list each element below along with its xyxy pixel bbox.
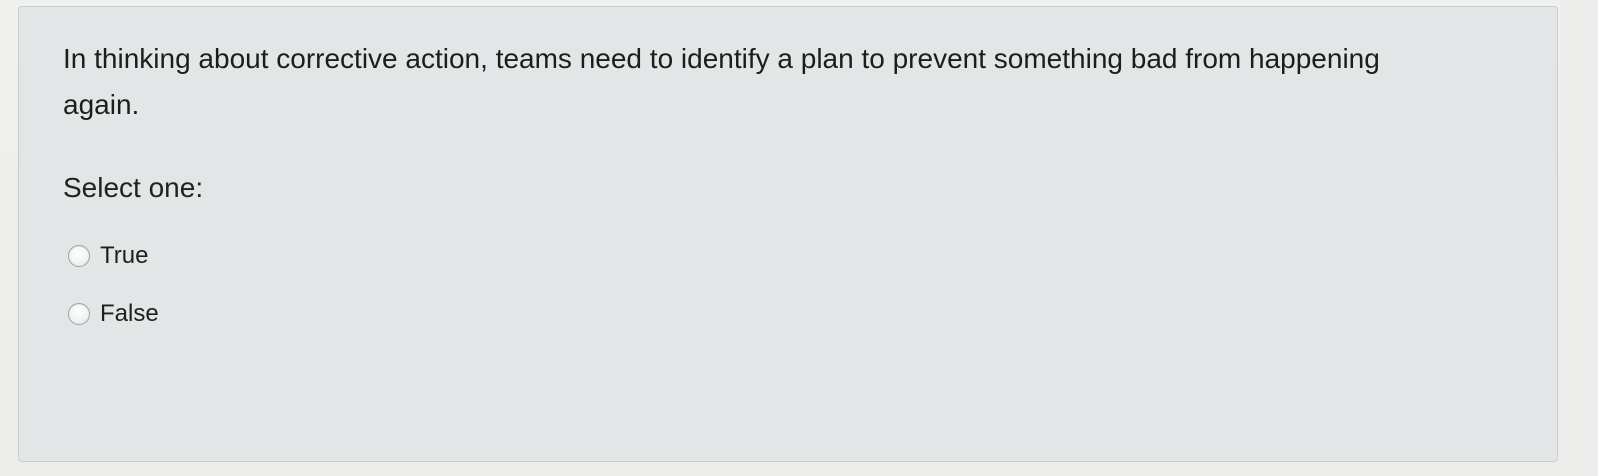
option-false[interactable]: False <box>68 294 368 334</box>
option-true[interactable]: True <box>68 236 368 276</box>
answer-options: True False <box>68 236 368 352</box>
option-label-false[interactable]: False <box>100 300 159 327</box>
radio-button-icon[interactable] <box>68 303 90 325</box>
question-text: In thinking about corrective action, tea… <box>63 43 1380 120</box>
question-panel <box>18 6 1558 462</box>
radio-button-icon[interactable] <box>68 245 90 267</box>
select-one-label: Select one: <box>63 172 204 203</box>
page-edge <box>1560 0 1598 476</box>
option-label-true[interactable]: True <box>100 242 149 269</box>
